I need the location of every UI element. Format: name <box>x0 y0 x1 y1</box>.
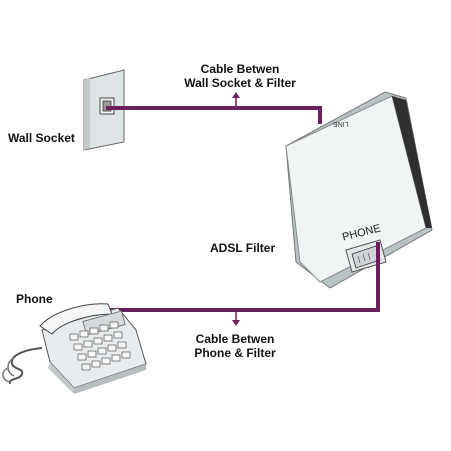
phone-label: Phone <box>16 292 53 306</box>
arrow-up-icon <box>232 92 240 106</box>
cable-wall-filter-label-line1: Cable Betwen <box>200 62 280 76</box>
cable-wall-filter-label-line2: Wall Socket & Filter <box>184 76 296 90</box>
arrow-down-icon <box>232 312 240 326</box>
adsl-filter-icon <box>285 91 433 289</box>
cable-phone-filter-label-line1: Cable Betwen <box>195 332 275 346</box>
cable-wall-filter-label: Cable Betwen Wall Socket & Filter <box>170 62 310 90</box>
wall-socket-label: Wall Socket <box>8 131 75 145</box>
cable-phone-filter-label: Cable Betwen Phone & Filter <box>165 332 305 360</box>
adsl-filter-label: ADSL Filter <box>210 241 276 255</box>
cable-wall-to-filter <box>106 106 322 124</box>
telephone-icon <box>2 303 147 394</box>
cable-phone-to-filter <box>104 242 380 312</box>
filter-line-port-marking: LINE <box>333 120 349 127</box>
cable-phone-filter-label-line2: Phone & Filter <box>194 346 276 360</box>
